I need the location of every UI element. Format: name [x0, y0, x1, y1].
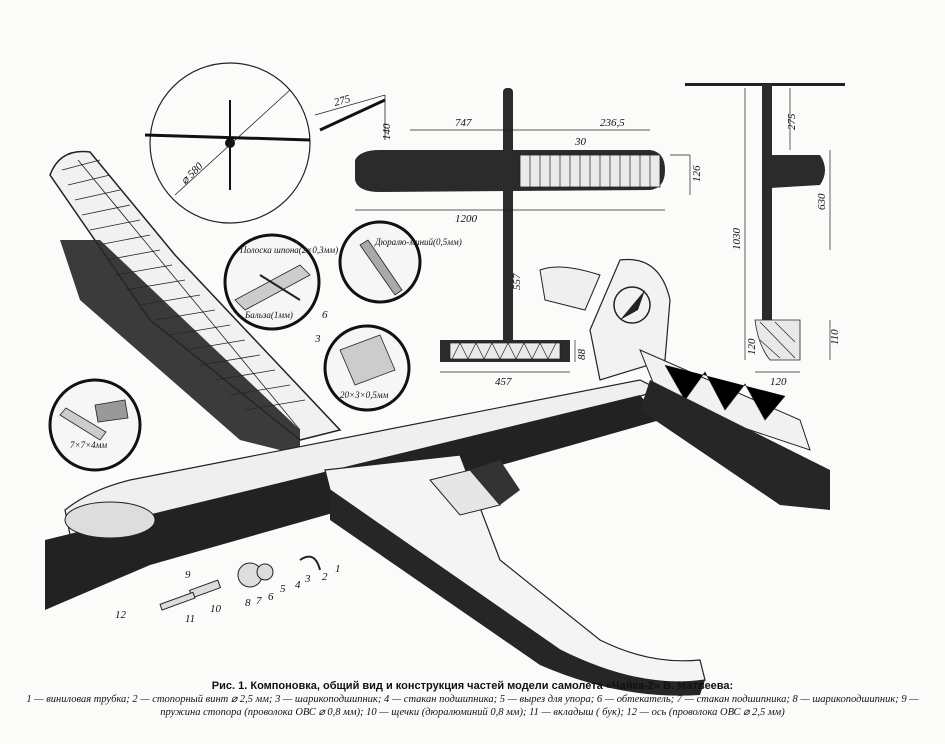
figure-caption: Рис. 1. Компоновка, общий вид и конструк… [10, 680, 935, 719]
caption-title: Рис. 1. Компоновка, общий вид и конструк… [211, 680, 734, 692]
side-dim-275: 275 [786, 113, 798, 130]
propeller-front-view: ⌀ 580 275 140 [144, 62, 393, 224]
part-number: 3 [304, 573, 311, 585]
plan-dim-1200: 1200 [455, 213, 478, 225]
side-view: 1030 275 630 110 120 120 [685, 83, 845, 388]
side-dim-120a: 120 [746, 338, 758, 355]
part-number: 7 [256, 595, 262, 607]
part-number: 8 [245, 597, 251, 609]
plan-dim-88: 88 [576, 349, 588, 361]
plan-dim-30: 30 [574, 136, 587, 148]
part-number: 11 [185, 613, 195, 625]
detail-strip-label: Полоска шпона(2×0,3мм) [239, 245, 338, 255]
detail-n6: 6 [322, 309, 328, 321]
plan-dim-557: 557 [511, 273, 523, 290]
side-dim-120b: 120 [770, 376, 787, 388]
prop-diameter-label: ⌀ 580 [179, 160, 206, 187]
detail-dural-label: Дюралю-миний(0,5мм) [374, 237, 462, 247]
detail-veneer: Полоска шпона(2×0,3мм) Бальза(1мм) 6 3 [223, 233, 338, 345]
prop-dim-140: 140 [381, 123, 393, 140]
detail-block-label: 7×7×4мм [70, 440, 107, 450]
aircraft-perspective [45, 150, 830, 696]
caption-body: 1 — виниловая трубка; 2 — стопорный винт… [26, 694, 919, 718]
part-number: 6 [268, 591, 274, 603]
part-number: 9 [185, 569, 191, 581]
detail-spar: 20×3×0,5мм [323, 324, 411, 412]
side-dim-1030: 1030 [731, 228, 743, 251]
plan-dim-2365: 236,5 [600, 117, 625, 129]
plan-view: 747 236,5 30 1200 126 557 457 88 [355, 88, 703, 388]
plan-dim-457: 457 [495, 376, 512, 388]
detail-block: 7×7×4мм [48, 378, 142, 472]
side-dim-630: 630 [816, 193, 828, 210]
detail-dural: Дюралю-миний(0,5мм) [338, 220, 462, 304]
detail-balsa-label: Бальза(1мм) [244, 310, 293, 320]
plan-dim-126: 126 [691, 165, 703, 182]
detail-n3: 3 [314, 333, 321, 345]
part-number: 1 [335, 563, 341, 575]
part-number: 10 [210, 603, 222, 615]
side-dim-110: 110 [829, 329, 841, 345]
detail-spar-label: 20×3×0,5мм [340, 390, 389, 400]
part-number: 12 [115, 609, 127, 621]
plan-dim-747: 747 [455, 117, 472, 129]
prop-dim-275: 275 [333, 93, 353, 109]
part-number: 5 [280, 583, 286, 595]
part-number: 4 [295, 579, 301, 591]
part-number: 2 [322, 571, 328, 583]
